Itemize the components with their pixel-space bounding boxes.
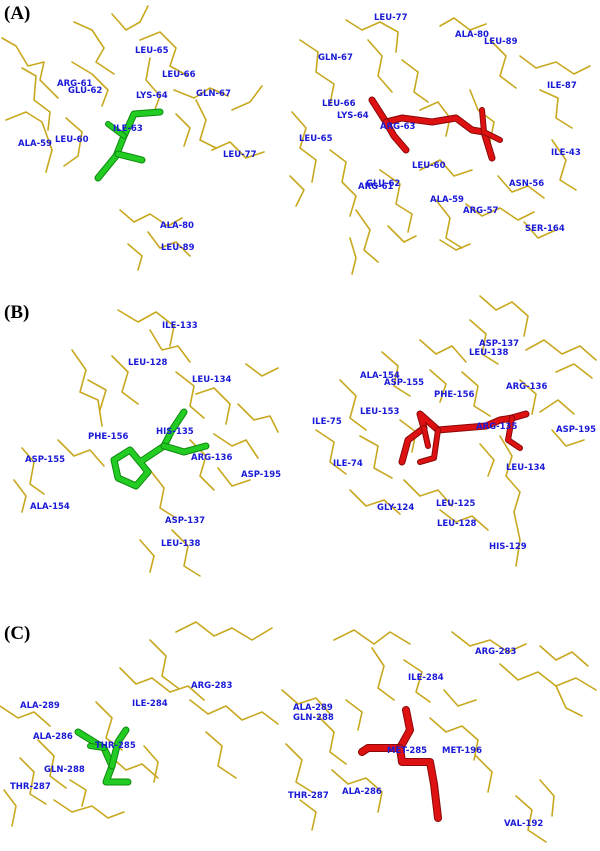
residue-label: LEU-134 — [192, 375, 231, 385]
residue-label: ALA-59 — [430, 195, 464, 205]
residue-label: ALA-59 — [18, 139, 52, 149]
residue-label: ARG-57 — [463, 206, 499, 216]
residue-label: LEU-134 — [506, 463, 545, 473]
residue-label: ASP-155 — [25, 455, 65, 465]
residue-label: ILE-63 — [113, 124, 143, 134]
residue-label: ARG-135 — [476, 422, 517, 432]
residue-label: LEU-65 — [299, 134, 333, 144]
panel-c-left-ligand — [74, 726, 132, 786]
residue-label: MET-196 — [442, 746, 482, 756]
residue-label: ALA-286 — [33, 732, 73, 742]
panel-a-right-residue-sticks — [289, 17, 591, 275]
residue-label: GLU-62 — [68, 86, 102, 96]
panel-label-b: (B) — [4, 302, 29, 323]
panel-c-left-residue-sticks — [0, 621, 279, 827]
residue-label: ASN-56 — [509, 179, 544, 189]
residue-label: ARG-63 — [380, 122, 416, 132]
residue-label: ILE-43 — [551, 148, 581, 158]
residue-label: LEU-66 — [322, 99, 356, 109]
panel-c-right-labels: ARG-283 ILE-284 ALA-289 GLN-288 MET-285 … — [288, 647, 543, 829]
residue-label: ASP-195 — [241, 470, 281, 480]
residue-label: THR-287 — [288, 791, 329, 801]
panel-b-right-labels: ASP-137 LEU-138 ALA-154 ASP-155 ARG-136 … — [312, 339, 596, 552]
panel-label-a: (A) — [4, 3, 30, 24]
residue-label: ALA-154 — [30, 502, 70, 512]
residue-label: VAL-192 — [504, 819, 543, 829]
residue-label: LEU-77 — [223, 150, 257, 160]
residue-label: LEU-60 — [55, 135, 89, 145]
residue-label: ARG-136 — [191, 453, 232, 463]
residue-label: LEU-77 — [374, 13, 408, 23]
residue-label: HIS-135 — [156, 427, 194, 437]
panel-c-right-ligand — [358, 706, 442, 822]
residue-label: GLY-124 — [377, 503, 414, 513]
residue-label: LEU-60 — [412, 161, 446, 171]
residue-label: MET-285 — [387, 746, 427, 756]
residue-label: ASP-137 — [479, 339, 519, 349]
residue-label: ASP-155 — [384, 378, 424, 388]
residue-label: ILE-133 — [162, 321, 198, 331]
residue-label: ILE-284 — [408, 673, 444, 683]
panel-b-right-residue-sticks — [315, 295, 597, 567]
residue-label: ILE-87 — [547, 81, 577, 91]
residue-label: GLN-288 — [293, 713, 334, 723]
residue-label: LEU-138 — [469, 348, 508, 358]
residue-label: ALA-154 — [360, 371, 400, 381]
panel-a-right-ligand — [368, 96, 503, 162]
residue-label: LEU-66 — [162, 70, 196, 80]
residue-label: LEU-89 — [484, 37, 518, 47]
residue-label: ALA-286 — [342, 787, 382, 797]
residue-label: LYS-64 — [136, 91, 168, 101]
residue-label: THR-285 — [95, 741, 136, 751]
panel-label-c: (C) — [4, 623, 30, 644]
residue-label: LEU-153 — [360, 407, 399, 417]
panel-a-left-ligand — [94, 108, 164, 182]
residue-label: ILE-75 — [312, 417, 342, 427]
residue-label: GLN-288 — [44, 765, 85, 775]
residue-label: LYS-64 — [337, 111, 369, 121]
residue-label: ILE-74 — [333, 459, 363, 469]
panel-a: (A) — [1, 3, 591, 275]
residue-label: ALA-289 — [293, 703, 333, 713]
residue-label: GLN-67 — [196, 89, 231, 99]
residue-label: ASP-195 — [556, 425, 596, 435]
residue-label: LEU-128 — [128, 358, 167, 368]
panel-c: (C) ARG-283 — [0, 621, 597, 843]
residue-label: ASP-137 — [165, 516, 205, 526]
residue-label: LEU-89 — [161, 243, 195, 253]
residue-label: ARG-283 — [191, 681, 232, 691]
panel-b-left-labels: ILE-133 LEU-128 LEU-134 PHE-156 HIS-135 … — [25, 321, 281, 549]
panel-a-left-labels: LEU-65 ARG-61 GLU-62 LEU-66 LYS-64 GLN-6… — [18, 46, 257, 253]
residue-label: ALA-80 — [160, 221, 194, 231]
panel-b-right-ligand — [398, 410, 530, 466]
residue-label: ARG-136 — [506, 382, 547, 392]
panel-c-left-labels: ARG-283 ALA-289 ILE-284 ALA-286 THR-285 … — [10, 681, 232, 792]
panel-a-right-labels: LEU-77 ALA-80 LEU-89 GLN-67 ILE-87 LEU-6… — [299, 13, 581, 234]
panel-b-left-ligand — [110, 408, 210, 490]
residue-label: GLN-67 — [318, 53, 353, 63]
residue-label: ARG-283 — [475, 647, 516, 657]
residue-label: ARG-61 — [358, 182, 394, 192]
panel-a-left-residue-sticks — [1, 5, 265, 271]
residue-label: PHE-156 — [434, 390, 475, 400]
residue-label: THR-287 — [10, 782, 51, 792]
residue-label: SER-164 — [525, 224, 565, 234]
panel-c-right-residue-sticks — [281, 629, 597, 843]
residue-label: HIS-129 — [489, 542, 527, 552]
panel-b-left-residue-sticks — [13, 309, 279, 577]
residue-label: PHE-156 — [88, 432, 129, 442]
residue-label: LEU-138 — [161, 539, 200, 549]
residue-label: LEU-65 — [135, 46, 169, 56]
residue-label: ALA-80 — [455, 30, 489, 40]
panel-b: (B) — [4, 295, 597, 577]
residue-label: LEU-125 — [436, 499, 475, 509]
residue-label: GLU-62 — [366, 179, 400, 189]
residue-label: ILE-284 — [132, 699, 168, 709]
residue-label: ARG-61 — [57, 79, 93, 89]
residue-label: LEU-128 — [437, 519, 476, 529]
residue-label: ALA-289 — [20, 701, 60, 711]
